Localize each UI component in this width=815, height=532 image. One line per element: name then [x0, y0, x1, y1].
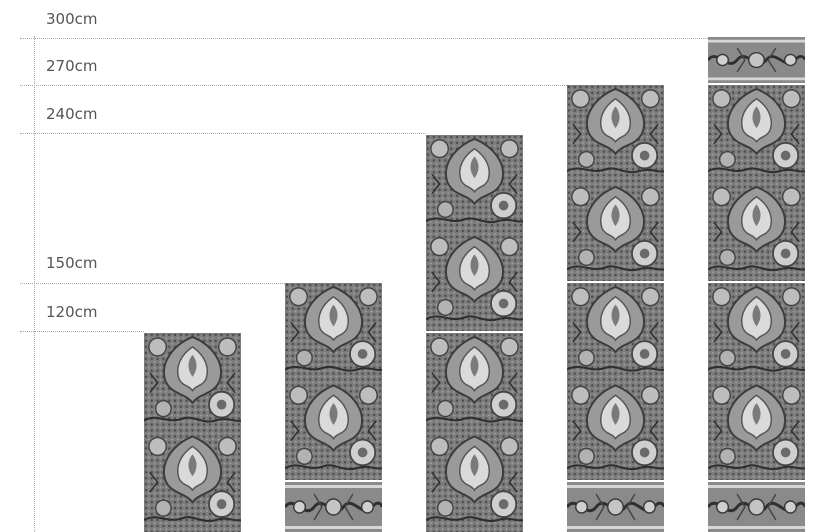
label-120cm: 120cm — [46, 303, 98, 321]
damask-wallpaper-panel — [567, 283, 664, 480]
damask-wallpaper-panel — [285, 283, 382, 480]
damask-wallpaper-panel — [567, 85, 664, 281]
vertical-guide — [34, 36, 35, 532]
damask-wallpaper-panel — [144, 333, 241, 532]
damask-border-strip — [708, 482, 805, 532]
damask-wallpaper-panel — [426, 135, 523, 331]
damask-border-strip — [708, 37, 805, 83]
gridline-150 — [20, 283, 285, 284]
damask-border-strip — [567, 482, 664, 532]
damask-border-strip — [285, 482, 382, 532]
label-150cm: 150cm — [46, 254, 98, 272]
gridline-300 — [20, 38, 708, 39]
gridline-270 — [20, 85, 567, 86]
gridline-240 — [20, 133, 426, 134]
gridline-120 — [20, 331, 144, 332]
damask-wallpaper-panel — [708, 85, 805, 281]
damask-wallpaper-panel — [708, 283, 805, 480]
damask-wallpaper-panel — [426, 333, 523, 532]
label-240cm: 240cm — [46, 105, 98, 123]
label-270cm: 270cm — [46, 57, 98, 75]
label-300cm: 300cm — [46, 10, 98, 28]
